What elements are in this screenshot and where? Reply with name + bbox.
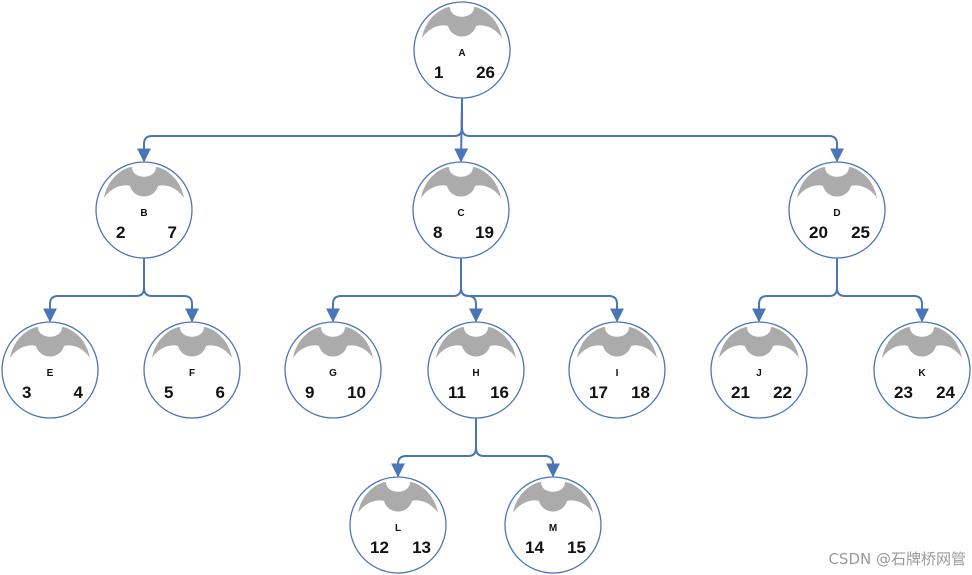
edge-a-b [137,98,463,163]
node-d: D 20 25 [788,161,886,259]
node-k: K 23 24 [873,321,971,419]
node-right-number: 6 [216,383,225,402]
node-label: B [140,208,147,219]
node-label: H [472,368,479,379]
node-left-number: 3 [22,383,31,402]
node-right-number: 7 [168,223,177,242]
watermark: CSDN @石牌桥网管 [828,550,966,568]
node-left-number: 5 [164,383,173,402]
node-e: E 3 4 [1,321,99,419]
node-left-number: 14 [525,538,544,557]
node-arc-icon [436,327,516,358]
node-right-number: 18 [631,383,650,402]
node-left-number: 23 [894,383,913,402]
node-l: L 12 13 [349,476,447,574]
node-b: B 2 7 [95,161,193,259]
node-label: I [616,368,619,379]
node-label: E [47,368,54,379]
node-left-number: 11 [448,383,466,402]
node-arc-icon [513,482,593,513]
node-arc-icon [10,327,90,358]
edge-h-m [475,418,560,478]
node-left-number: 20 [809,223,828,242]
node-arc-icon [882,327,962,358]
edge-c-g [326,258,462,323]
edge-c-h [460,258,483,323]
node-right-number: 4 [74,383,84,402]
edge-a-d [461,98,844,163]
node-right-number: 10 [347,383,366,402]
edges-layer [43,97,929,478]
node-f: F 5 6 [143,321,241,419]
node-label: G [329,368,337,379]
edge-b-f [143,258,199,323]
node-h: H 11 16 [427,321,525,419]
node-j: J 21 22 [710,321,808,419]
node-left-number: 1 [434,63,443,82]
node-label: C [457,208,464,219]
node-right-number: 24 [936,383,955,402]
node-arc-icon [358,482,438,513]
node-label: A [458,48,465,59]
node-right-number: 16 [490,383,509,402]
node-g: G 9 10 [284,321,382,419]
node-label: D [833,208,840,219]
node-left-number: 9 [305,383,314,402]
node-left-number: 2 [116,223,125,242]
node-right-number: 25 [851,223,870,242]
node-left-number: 21 [731,383,750,402]
node-right-number: 13 [412,538,431,557]
node-arc-icon [152,327,232,358]
node-label: K [918,368,926,379]
node-i: I 17 18 [568,321,666,419]
node-arc-icon [293,327,373,358]
node-m: M 14 15 [504,476,602,574]
node-right-number: 26 [476,63,495,82]
node-right-number: 15 [567,538,586,557]
node-left-number: 12 [370,538,389,557]
node-left-number: 17 [589,383,608,402]
node-arc-icon [422,7,502,38]
edge-h-l [391,418,477,478]
node-c: C 8 19 [412,161,510,259]
node-label: F [189,368,195,379]
edge-d-j [752,258,838,323]
node-arc-icon [577,327,657,358]
node-a: A 1 26 [413,1,511,99]
node-right-number: 19 [475,223,494,242]
edge-d-k [836,258,929,323]
node-label: L [395,523,401,534]
node-arc-icon [797,167,877,198]
node-right-number: 22 [773,383,792,402]
edge-b-e [43,258,145,323]
node-arc-icon [719,327,799,358]
node-label: J [756,368,762,379]
edge-c-i [460,258,624,323]
node-label: M [549,523,557,534]
node-arc-icon [421,167,501,198]
node-left-number: 8 [433,223,442,242]
node-arc-icon [104,167,184,198]
